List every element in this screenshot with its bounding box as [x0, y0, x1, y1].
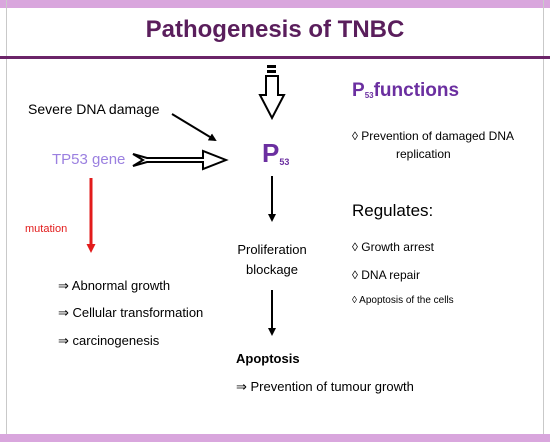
title-divider [0, 56, 550, 59]
regulates-heading: Regulates: [352, 201, 434, 220]
function-item: ◊ Prevention of damaged DNA replication [352, 127, 514, 163]
function-item-line1: ◊ Prevention of damaged DNA [352, 129, 515, 143]
tp53-to-p53-arrow [132, 149, 229, 171]
regulates-growth-arrest: ◊ Growth arrest [352, 240, 434, 254]
dna-damage-arrow [171, 113, 217, 142]
tp53-gene-label: TP53 gene [52, 151, 126, 168]
p53-functions-heading: P53functions [352, 80, 460, 101]
regulates-dna-repair: ◊ DNA repair [352, 268, 420, 282]
prevention-tumour-growth: ⇒ Prevention of tumour growth [236, 379, 414, 394]
regulates-apoptosis-cells: ◊ Apoptosis of the cells [352, 295, 454, 306]
severe-dna-damage-label: Severe DNA damage [28, 101, 160, 117]
proliferation-line1: Proliferation [237, 242, 307, 257]
outcome-carcinogenesis: ⇒ carcinogenesis [58, 333, 160, 348]
top-accent-band [0, 0, 550, 8]
upstream-signal-arrow [258, 65, 286, 121]
outcome-abnormal-growth: ⇒ Abnormal growth [58, 278, 171, 293]
bottom-accent-band [0, 434, 550, 442]
apoptosis-node: Apoptosis [236, 351, 300, 366]
proliferation-line2: blockage [245, 262, 299, 277]
mutation-label: mutation [25, 223, 68, 235]
outcome-cellular-transformation: ⇒ Cellular transformation [58, 305, 204, 320]
slide-title: Pathogenesis of TNBC [145, 16, 405, 43]
proliferation-blockage-node: Proliferation blockage [222, 240, 322, 280]
slide-frame [6, 0, 544, 438]
p53-node: P53 [262, 138, 290, 168]
function-item-line2: replication [396, 147, 451, 161]
